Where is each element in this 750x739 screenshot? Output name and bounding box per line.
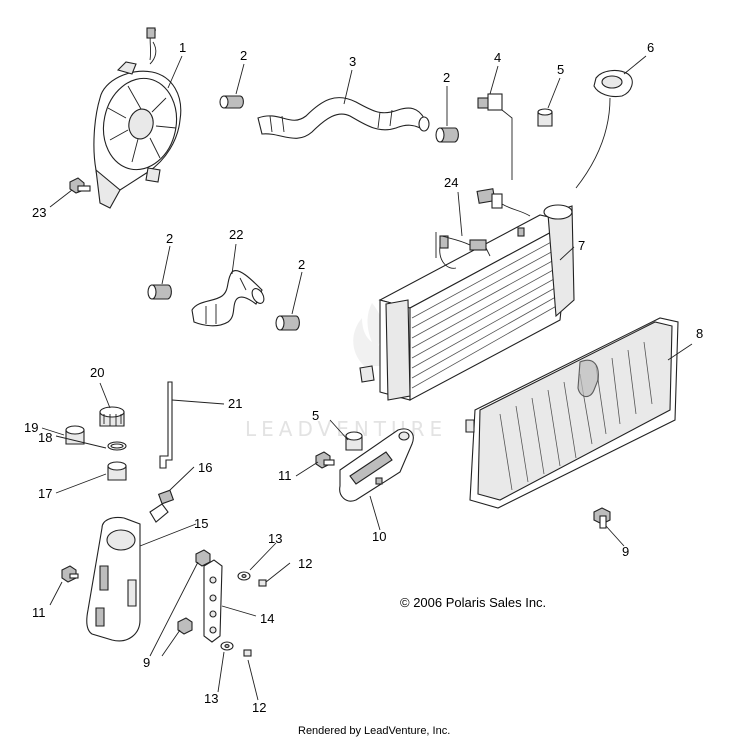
- part-18-o-ring: [107, 441, 127, 451]
- callout-7: 7: [578, 238, 585, 253]
- callout-19: 19: [24, 420, 38, 435]
- rendered-by-footer: Rendered by LeadVenture, Inc.: [298, 725, 450, 737]
- callout-12: 12: [298, 556, 312, 571]
- callout-15: 15: [194, 516, 208, 531]
- callout-labels: 1 2 3 2 4 5 6 23 24 7 2 22 2 8 20 21 19 …: [24, 40, 703, 715]
- leader-lines: [41, 55, 693, 701]
- part-2-hose-clamp-c: [147, 284, 172, 300]
- callout-23: 23: [32, 205, 46, 220]
- part-3-upper-hose: [257, 97, 430, 139]
- copyright-notice: © 2006 Polaris Sales Inc.: [400, 595, 546, 610]
- part-5-grommet-a: [537, 108, 553, 127]
- part-8-radiator-screen: [465, 317, 679, 509]
- callout-21: 21: [228, 396, 242, 411]
- callout-11: 11: [32, 605, 46, 620]
- callout-18: 18: [38, 430, 52, 445]
- part-21-overflow-tube: [159, 381, 173, 469]
- part-13-washer-a: [237, 571, 251, 581]
- callout-9: 9: [622, 544, 629, 559]
- callout-5: 5: [312, 408, 319, 423]
- part-7-radiator: [359, 204, 575, 401]
- part-12-nut-b: [243, 649, 252, 657]
- callout-5: 5: [557, 62, 564, 77]
- callout-17: 17: [38, 486, 52, 501]
- callout-2: 2: [166, 231, 173, 246]
- callout-6: 6: [647, 40, 654, 55]
- callout-14: 14: [260, 611, 274, 626]
- callout-11: 11: [278, 468, 292, 483]
- part-11-bolt-b: [61, 565, 79, 583]
- callout-1: 1: [179, 40, 186, 55]
- part-24-fan-switch: [441, 188, 531, 257]
- callout-3: 3: [349, 54, 356, 69]
- part-20-reservoir-cap: [99, 406, 125, 427]
- callout-13: 13: [268, 531, 282, 546]
- callout-20: 20: [90, 365, 104, 380]
- part-19-plug: [65, 425, 85, 445]
- part-11-bolt-a: [315, 451, 335, 469]
- part-9-screw-c: [177, 617, 193, 635]
- part-2-hose-clamp-d: [275, 315, 300, 331]
- part-4-temperature-sensor: [477, 93, 513, 180]
- part-17-filler-neck: [107, 461, 127, 481]
- part-9-screw-a: [593, 507, 611, 529]
- part-12-nut-a: [258, 579, 267, 587]
- part-2-hose-clamp-a: [219, 95, 244, 109]
- part-6-radiator-cap: [575, 69, 633, 189]
- part-2-hose-clamp-b: [435, 127, 459, 143]
- part-13-washer-b: [220, 641, 234, 651]
- part-1-cooling-fan: [93, 27, 182, 209]
- part-5-grommet-b: [345, 431, 363, 451]
- callout-10: 10: [372, 529, 386, 544]
- callout-13: 13: [204, 691, 218, 706]
- part-14-bracket-plate: [203, 559, 223, 643]
- part-23-bolt: [69, 177, 91, 194]
- callout-9: 9: [143, 655, 150, 670]
- callout-12: 12: [252, 700, 266, 715]
- part-22-lower-hose: [191, 270, 265, 327]
- callout-2: 2: [443, 70, 450, 85]
- callout-8: 8: [696, 326, 703, 341]
- callout-24: 24: [444, 175, 458, 190]
- callout-4: 4: [494, 50, 501, 65]
- callout-16: 16: [198, 460, 212, 475]
- part-10-mounting-bracket: [339, 428, 414, 502]
- callout-2: 2: [298, 257, 305, 272]
- part-16-hose-fitting: [149, 489, 175, 523]
- callout-22: 22: [229, 227, 243, 242]
- part-15-coolant-reservoir: [86, 516, 141, 642]
- callout-2: 2: [240, 48, 247, 63]
